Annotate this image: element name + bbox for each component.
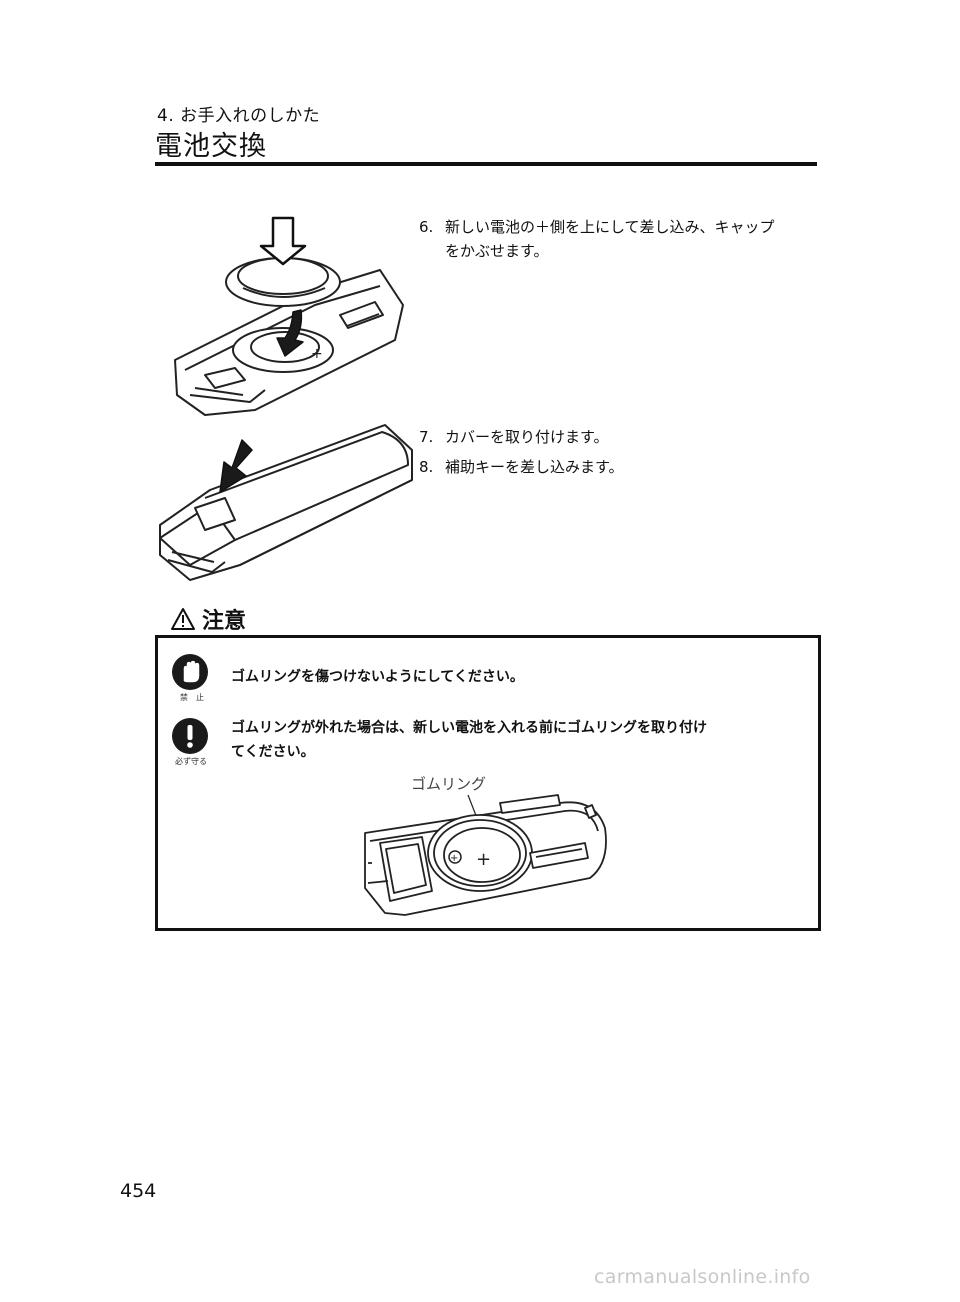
down-arrow-icon [219, 439, 253, 493]
step-7: 7. カバーを取り付けます。 [419, 425, 819, 449]
rubber-ring-illustration: + + [364, 794, 607, 916]
battery-cell [443, 827, 521, 883]
rubber-ring-label: ゴムリング [411, 775, 487, 793]
cover-close-illustration [159, 424, 413, 581]
caution-heading-text: 注意 [202, 609, 247, 634]
step-text: 新しい電池の＋側を上にして差し込み、キャップ をかぶせます。 [445, 215, 775, 263]
step-text-line: 新しい電池の＋側を上にして差し込み、キャップ [445, 218, 775, 236]
prohibition-label: 禁 止 [180, 693, 204, 702]
svg-text:+: + [311, 346, 323, 362]
step-number: 8. [419, 458, 434, 476]
caution-item-text-line: ゴムリングが外れた場合は、新しい電池を入れる前にゴムリングを取り付け [231, 720, 707, 736]
prohibition-hand-icon [172, 654, 208, 690]
down-arrow-icon [259, 216, 307, 266]
curved-arrow-icon [276, 309, 304, 357]
caution-item-text-line: てください。 [231, 744, 315, 760]
caution-item-text: ゴムリングが外れた場合は、新しい電池を入れる前にゴムリングを取り付け てください… [231, 716, 707, 764]
section-label: 4. お手入れのしかた [157, 106, 321, 126]
warning-triangle-icon [171, 608, 195, 630]
svg-text:+: + [476, 849, 491, 870]
step-text-line: をかぶせます。 [445, 242, 549, 260]
step-text: カバーを取り付けます。 [445, 428, 609, 446]
page-title: 電池交換 [155, 131, 267, 162]
battery-insert-illustration: + [174, 216, 404, 416]
page-number: 454 [120, 1180, 157, 1202]
svg-text:+: + [450, 853, 458, 864]
step-number: 7. [419, 428, 434, 446]
exclamation-icon [172, 718, 208, 754]
title-divider [155, 162, 817, 166]
caution-box: 禁 止 ゴムリングを傷つけないようにしてください。 必ず守る ゴムリングが外れた… [155, 635, 821, 931]
step-6: 6. 新しい電池の＋側を上にして差し込み、キャップ をかぶせます。 [419, 215, 819, 265]
step-text: 補助キーを差し込みます。 [445, 458, 624, 476]
caution-item-text: ゴムリングを傷つけないようにしてください。 [231, 669, 524, 685]
watermark: carmanualsonline.info [594, 1266, 811, 1288]
step-8: 8. 補助キーを差し込みます。 [419, 455, 819, 479]
caution-heading: 注意 [170, 603, 246, 635]
step-number: 6. [419, 218, 434, 236]
must-follow-label: 必ず守る [175, 757, 207, 766]
